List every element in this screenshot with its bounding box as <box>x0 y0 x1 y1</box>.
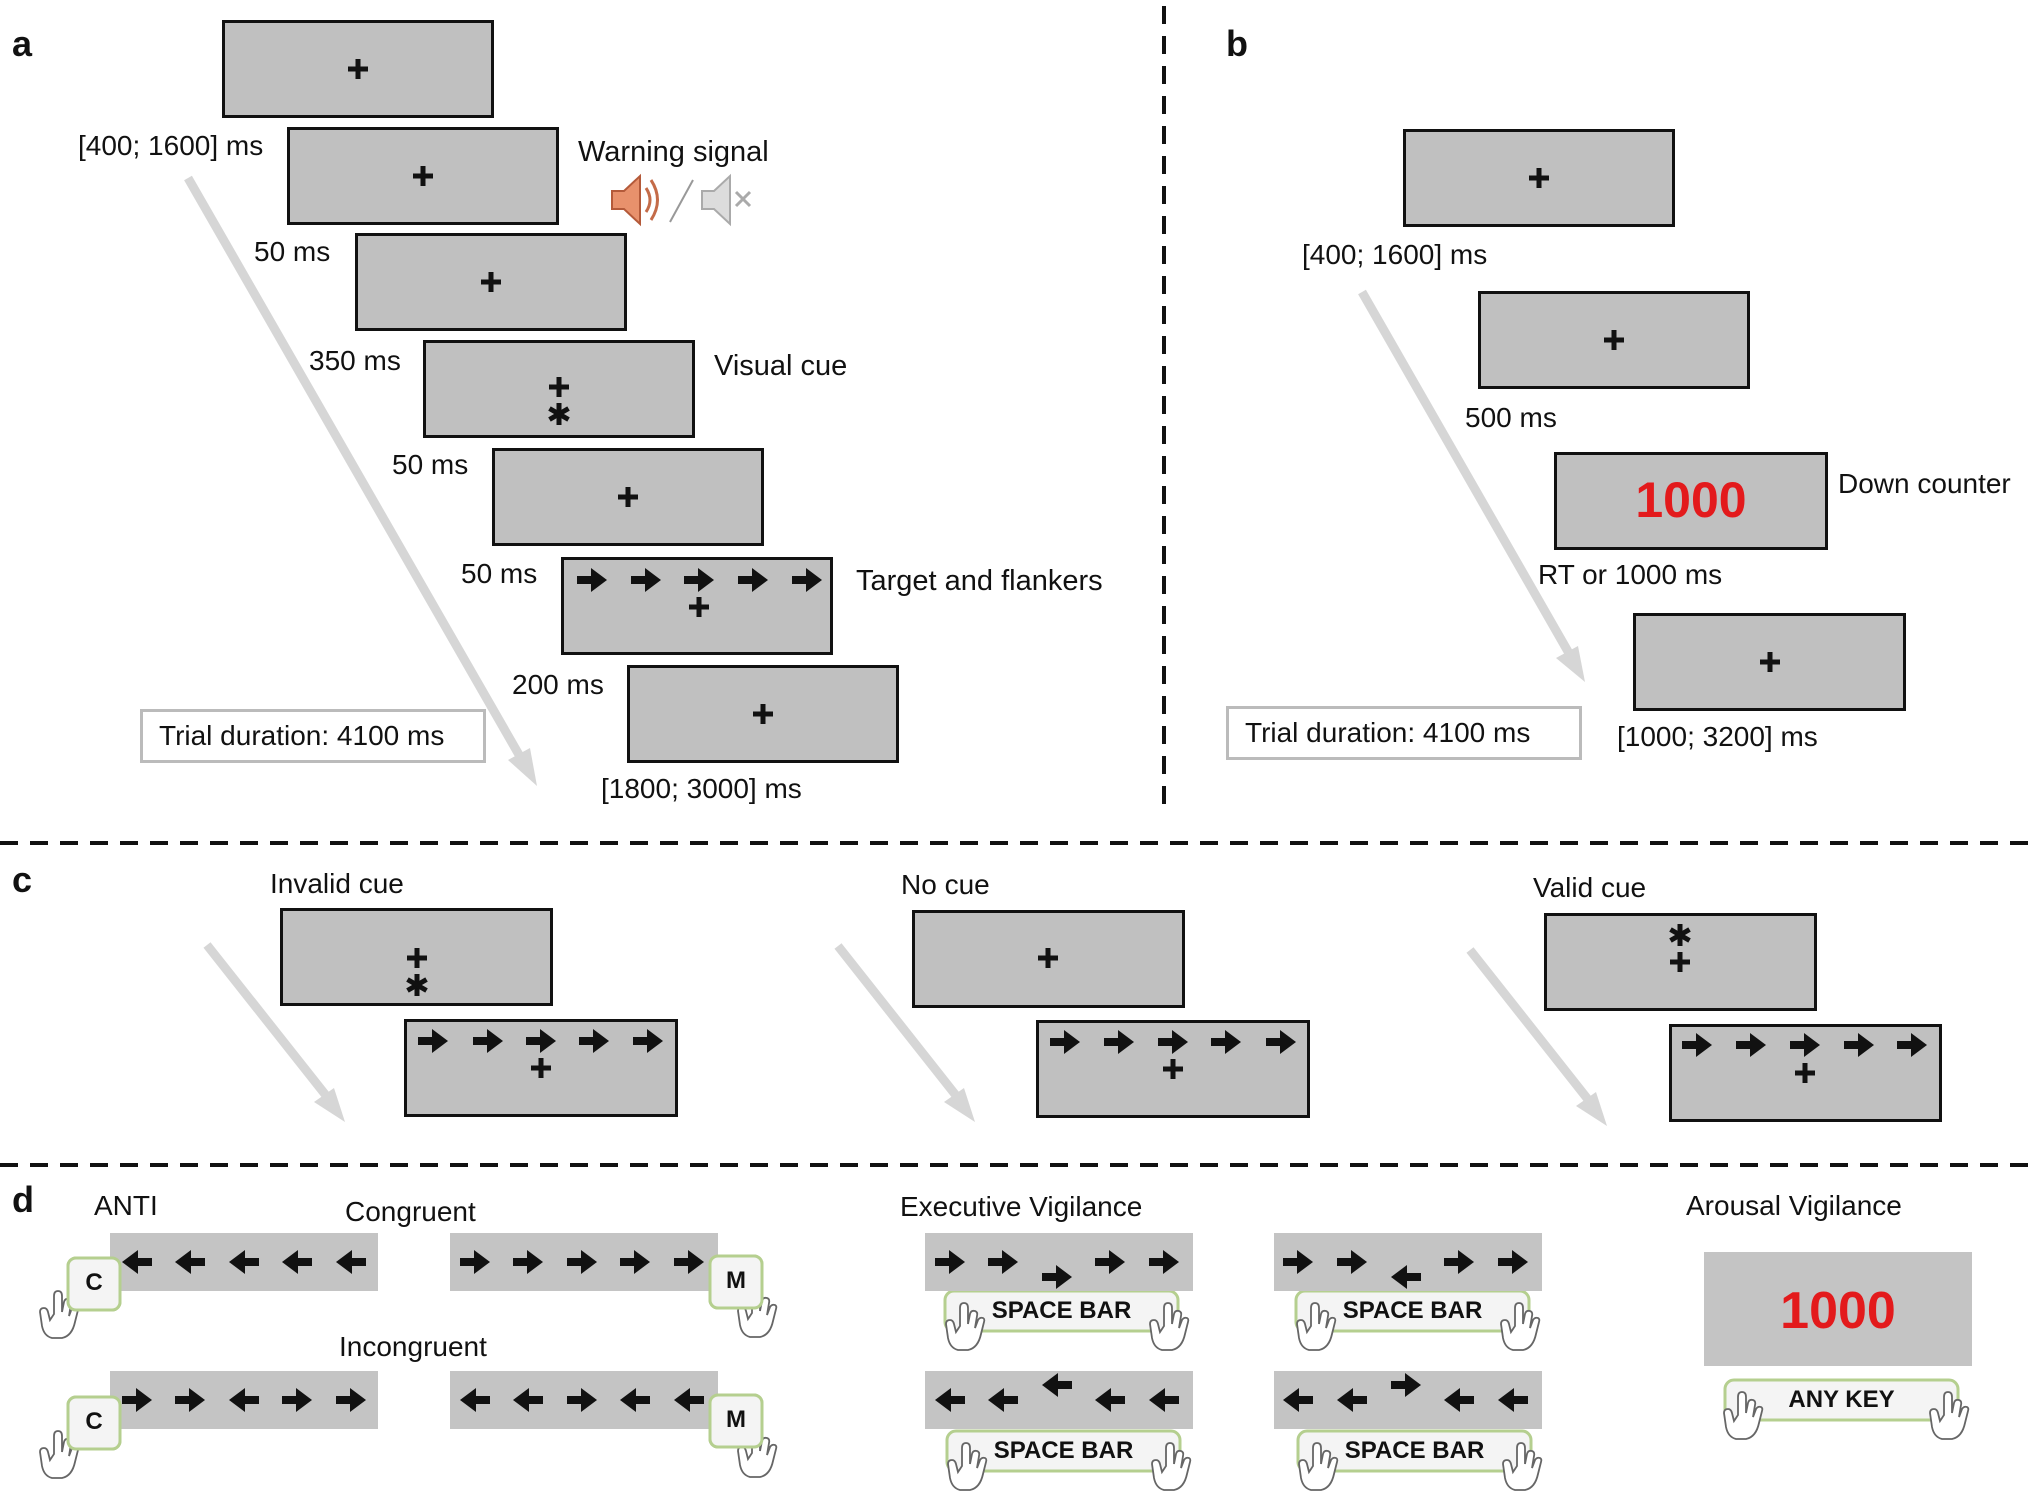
space-bar-label: SPACE BAR <box>993 1437 1134 1464</box>
space-bar-label: SPACE BAR <box>991 1297 1132 1324</box>
arrow-nocue <box>834 943 962 1101</box>
duration-label: [1800; 3000] ms <box>601 773 802 804</box>
key-c-label: C <box>85 1408 103 1435</box>
slash-divider <box>669 179 694 223</box>
key-c-label: C <box>85 1269 103 1296</box>
timeline-arrow-b <box>1358 289 1574 658</box>
stimulus-screen <box>355 233 627 331</box>
cue-screen <box>280 908 553 1006</box>
arrowhead-valid <box>1576 1092 1607 1126</box>
stimulus-bar <box>1274 1371 1542 1429</box>
space-bar-label: SPACE BAR <box>1342 1297 1483 1324</box>
visual-cue-label: Visual cue <box>714 350 848 382</box>
target-screen <box>404 1019 678 1117</box>
duration-label: [400; 1600] ms <box>1302 239 1488 270</box>
stimulus-bar <box>450 1233 718 1291</box>
duration-label: 500 ms <box>1465 402 1557 433</box>
speaker-muted-icon <box>700 174 752 226</box>
valid-cue-label: Valid cue <box>1533 872 1647 903</box>
stimulus-bar <box>1274 1233 1542 1291</box>
arrow-invalid <box>203 942 332 1101</box>
key-m-label: M <box>726 1267 746 1294</box>
timeline-arrow-a <box>184 175 526 763</box>
down-counter-value: 1000 <box>1635 472 1747 528</box>
space-bar-label: SPACE BAR <box>1344 1437 1485 1464</box>
arousal-counter-screen <box>1704 1252 1972 1366</box>
stimulus-screen <box>627 665 899 763</box>
anti-label: ANTI <box>94 1190 158 1221</box>
target-screen <box>1036 1020 1310 1118</box>
congruent-label: Congruent <box>345 1196 476 1227</box>
speaker-on-icon <box>610 174 659 226</box>
stimulus-bar <box>925 1233 1193 1291</box>
duration-label: 50 ms <box>392 449 469 480</box>
arousal-counter-value: 1000 <box>1780 1282 1896 1340</box>
arousal-vigilance-label: Arousal Vigilance <box>1686 1190 1902 1221</box>
invalid-cue-label: Invalid cue <box>270 868 404 899</box>
duration-label: 50 ms <box>254 236 331 267</box>
duration-label: [400; 1600] ms <box>78 130 264 161</box>
cue-screen <box>1544 913 1817 1011</box>
target-screen <box>1669 1024 1942 1122</box>
stimulus-screen <box>1633 613 1906 711</box>
panel-letter-c: c <box>12 859 33 900</box>
duration-label: 200 ms <box>512 669 604 700</box>
target-flankers-label: Target and flankers <box>856 565 1103 597</box>
arrowhead-invalid <box>314 1088 345 1122</box>
duration-label: 350 ms <box>309 345 401 376</box>
no-cue-label: No cue <box>901 869 990 900</box>
duration-label: [1000; 3200] ms <box>1617 721 1818 752</box>
trial-duration-box: Trial duration: 4100 ms <box>1226 706 1582 760</box>
stimulus-bar <box>110 1233 378 1291</box>
trial-duration-box: Trial duration: 4100 ms <box>140 709 486 763</box>
executive-vigilance-label: Executive Vigilance <box>900 1191 1143 1222</box>
counter-screen <box>1554 452 1828 550</box>
stimulus-screen <box>222 20 494 118</box>
down-counter-label: Down counter <box>1838 468 2011 499</box>
panel-letter-d: d <box>12 1179 34 1220</box>
stimulus-bar <box>110 1371 378 1429</box>
stimulus-screen <box>561 557 833 655</box>
panel-letter-b: b <box>1226 23 1248 64</box>
stimulus-screen <box>1478 291 1750 389</box>
arrow-valid <box>1466 947 1594 1105</box>
any-key-label: ANY KEY <box>1788 1386 1895 1413</box>
stimulus-bar <box>450 1371 718 1429</box>
key-m-label: M <box>726 1406 746 1433</box>
stimulus-screen <box>492 448 764 546</box>
stimulus-bar <box>925 1371 1193 1429</box>
stimulus-screen <box>1403 129 1675 227</box>
arrowhead-nocue <box>944 1088 975 1122</box>
incongruent-label: Incongruent <box>339 1331 487 1362</box>
timeline-arrowhead-a <box>508 748 537 786</box>
panel-letter-a: a <box>12 23 33 64</box>
duration-label: 50 ms <box>461 558 538 589</box>
duration-label: RT or 1000 ms <box>1538 559 1723 590</box>
stimulus-screen <box>423 340 695 438</box>
warning-signal-label: Warning signal <box>578 136 769 168</box>
stimulus-screen <box>287 127 559 225</box>
cue-screen <box>912 910 1185 1008</box>
timeline-arrowhead-b <box>1556 646 1585 682</box>
